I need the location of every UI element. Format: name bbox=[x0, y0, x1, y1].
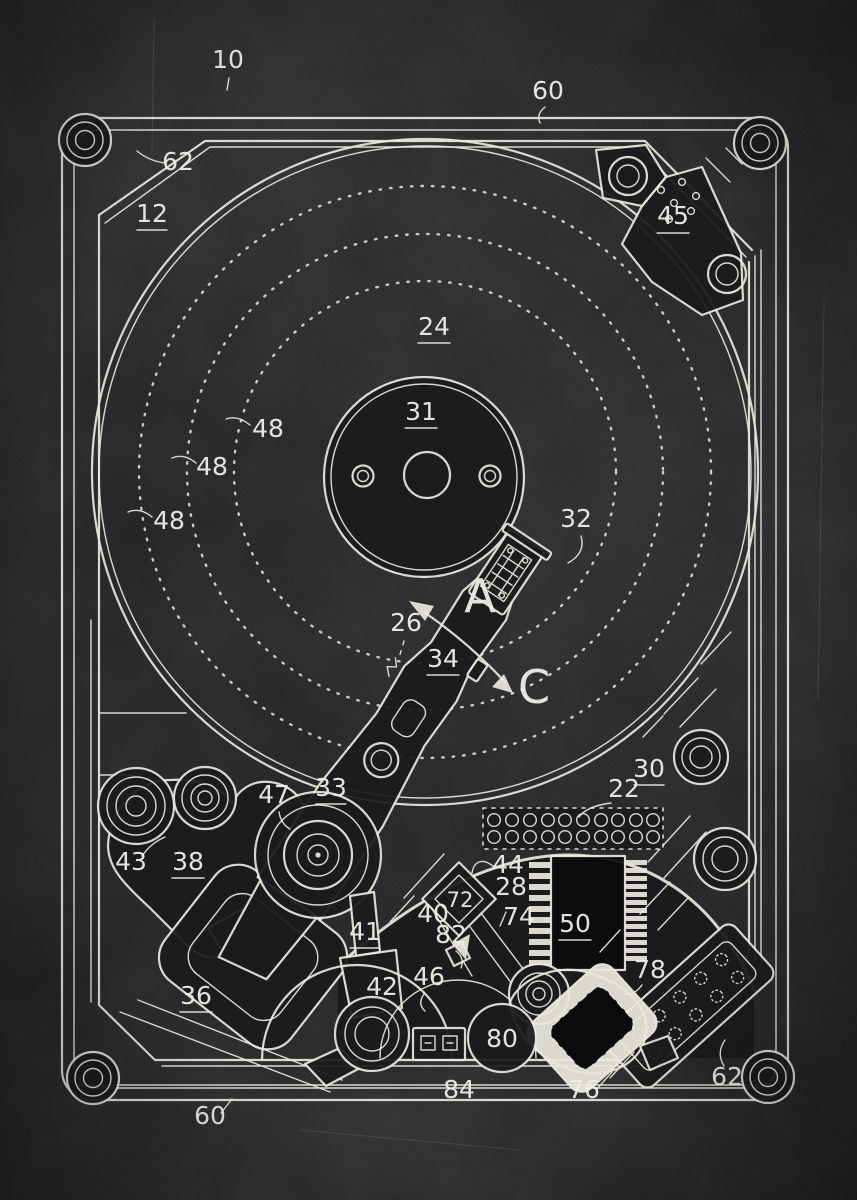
ref-label-12: 12 bbox=[136, 199, 168, 228]
ref-label-36: 36 bbox=[180, 981, 212, 1010]
screw-bottom-right bbox=[740, 1049, 796, 1105]
screw-bottom-left bbox=[65, 1050, 121, 1106]
ref-label-45: 45 bbox=[657, 201, 689, 230]
ref-label-84: 84 bbox=[443, 1075, 475, 1104]
ref-label-60-bottom: 60 bbox=[194, 1101, 226, 1130]
ref-label-47: 47 bbox=[258, 780, 290, 809]
screw-top-left bbox=[57, 112, 113, 168]
ref-label-28: 28 bbox=[495, 872, 527, 901]
ref-label-22: 22 bbox=[608, 774, 640, 803]
ref-label-62-bottomright: 62 bbox=[711, 1062, 743, 1091]
ref-label-74: 74 bbox=[503, 902, 535, 931]
ref-label-48-middle: 48 bbox=[196, 452, 228, 481]
ref-label-41: 41 bbox=[349, 917, 381, 946]
header-connector bbox=[482, 807, 664, 850]
ref-label-60-top: 60 bbox=[532, 76, 564, 105]
ref-label-A: A bbox=[464, 569, 496, 623]
ref-label-62-topleft: 62 bbox=[162, 147, 194, 176]
ref-label-24: 24 bbox=[418, 312, 450, 341]
cover-screw-bottom bbox=[692, 826, 758, 892]
ref-label-34: 34 bbox=[427, 644, 459, 673]
cover-screw-top bbox=[672, 728, 730, 786]
ref-label-48-inner: 48 bbox=[252, 414, 284, 443]
ref-label-46: 46 bbox=[413, 962, 445, 991]
ref-label-43: 43 bbox=[115, 847, 147, 876]
ref-label-76: 76 bbox=[568, 1075, 600, 1104]
ref-label-10: 10 bbox=[212, 45, 244, 74]
ref-label-C: C bbox=[518, 660, 550, 714]
ref-label-80: 80 bbox=[486, 1024, 518, 1053]
ref-label-32: 32 bbox=[560, 504, 592, 533]
ref-label-72: 72 bbox=[447, 888, 474, 912]
ref-label-26: 26 bbox=[390, 608, 422, 637]
ref-label-31: 31 bbox=[405, 397, 437, 426]
ref-label-38: 38 bbox=[172, 847, 204, 876]
ref-label-48-outer: 48 bbox=[153, 506, 185, 535]
screw-top-right bbox=[732, 115, 788, 171]
ref-label-50: 50 bbox=[559, 909, 591, 938]
jumper-block bbox=[411, 1026, 467, 1062]
ref-label-42: 42 bbox=[366, 972, 398, 1001]
ref-label-78: 78 bbox=[634, 955, 666, 984]
ref-label-82: 82 bbox=[435, 920, 467, 949]
ref-label-33: 33 bbox=[315, 773, 347, 802]
